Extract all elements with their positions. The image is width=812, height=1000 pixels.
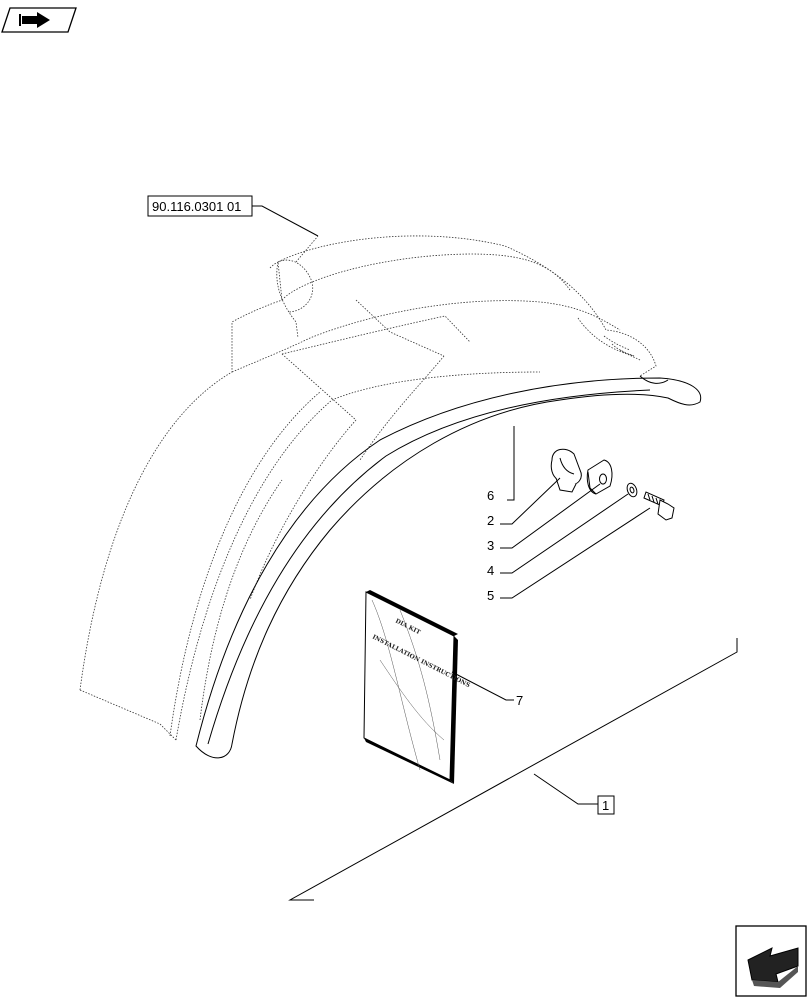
svg-text:6: 6 [487, 488, 494, 503]
prev-page-button[interactable] [1, 7, 77, 33]
reference-code-box[interactable]: 90.116.0301 01 [147, 195, 253, 217]
svg-text:7: 7 [516, 693, 523, 708]
callout-6[interactable]: 6 [487, 488, 494, 503]
reference-code-label: 90.116.0301 01 [152, 199, 241, 214]
bracket-part [586, 459, 613, 495]
callout-7[interactable]: 7 [516, 693, 523, 708]
washer-part [626, 482, 638, 498]
instruction-booklet: DIA KIT INSTALLATION INSTRUCTIONS [363, 590, 471, 784]
callout-5[interactable]: 5 [487, 588, 494, 603]
callout-4[interactable]: 4 [487, 563, 494, 578]
arrow-back-icon [19, 12, 50, 28]
svg-text:3: 3 [487, 538, 494, 553]
callout-1[interactable]: 1 [597, 795, 615, 815]
clamp-part [550, 448, 582, 493]
bolt-part [643, 491, 675, 521]
fender-outline [79, 235, 657, 741]
fender-extension [195, 375, 702, 759]
callout-3[interactable]: 3 [487, 538, 494, 553]
svg-text:4: 4 [487, 563, 494, 578]
next-page-button[interactable] [735, 925, 807, 997]
svg-text:1: 1 [602, 798, 609, 813]
arrow-forward-icon [747, 947, 799, 988]
svg-text:5: 5 [487, 588, 494, 603]
svg-text:2: 2 [487, 513, 494, 528]
callout-2[interactable]: 2 [487, 513, 494, 528]
